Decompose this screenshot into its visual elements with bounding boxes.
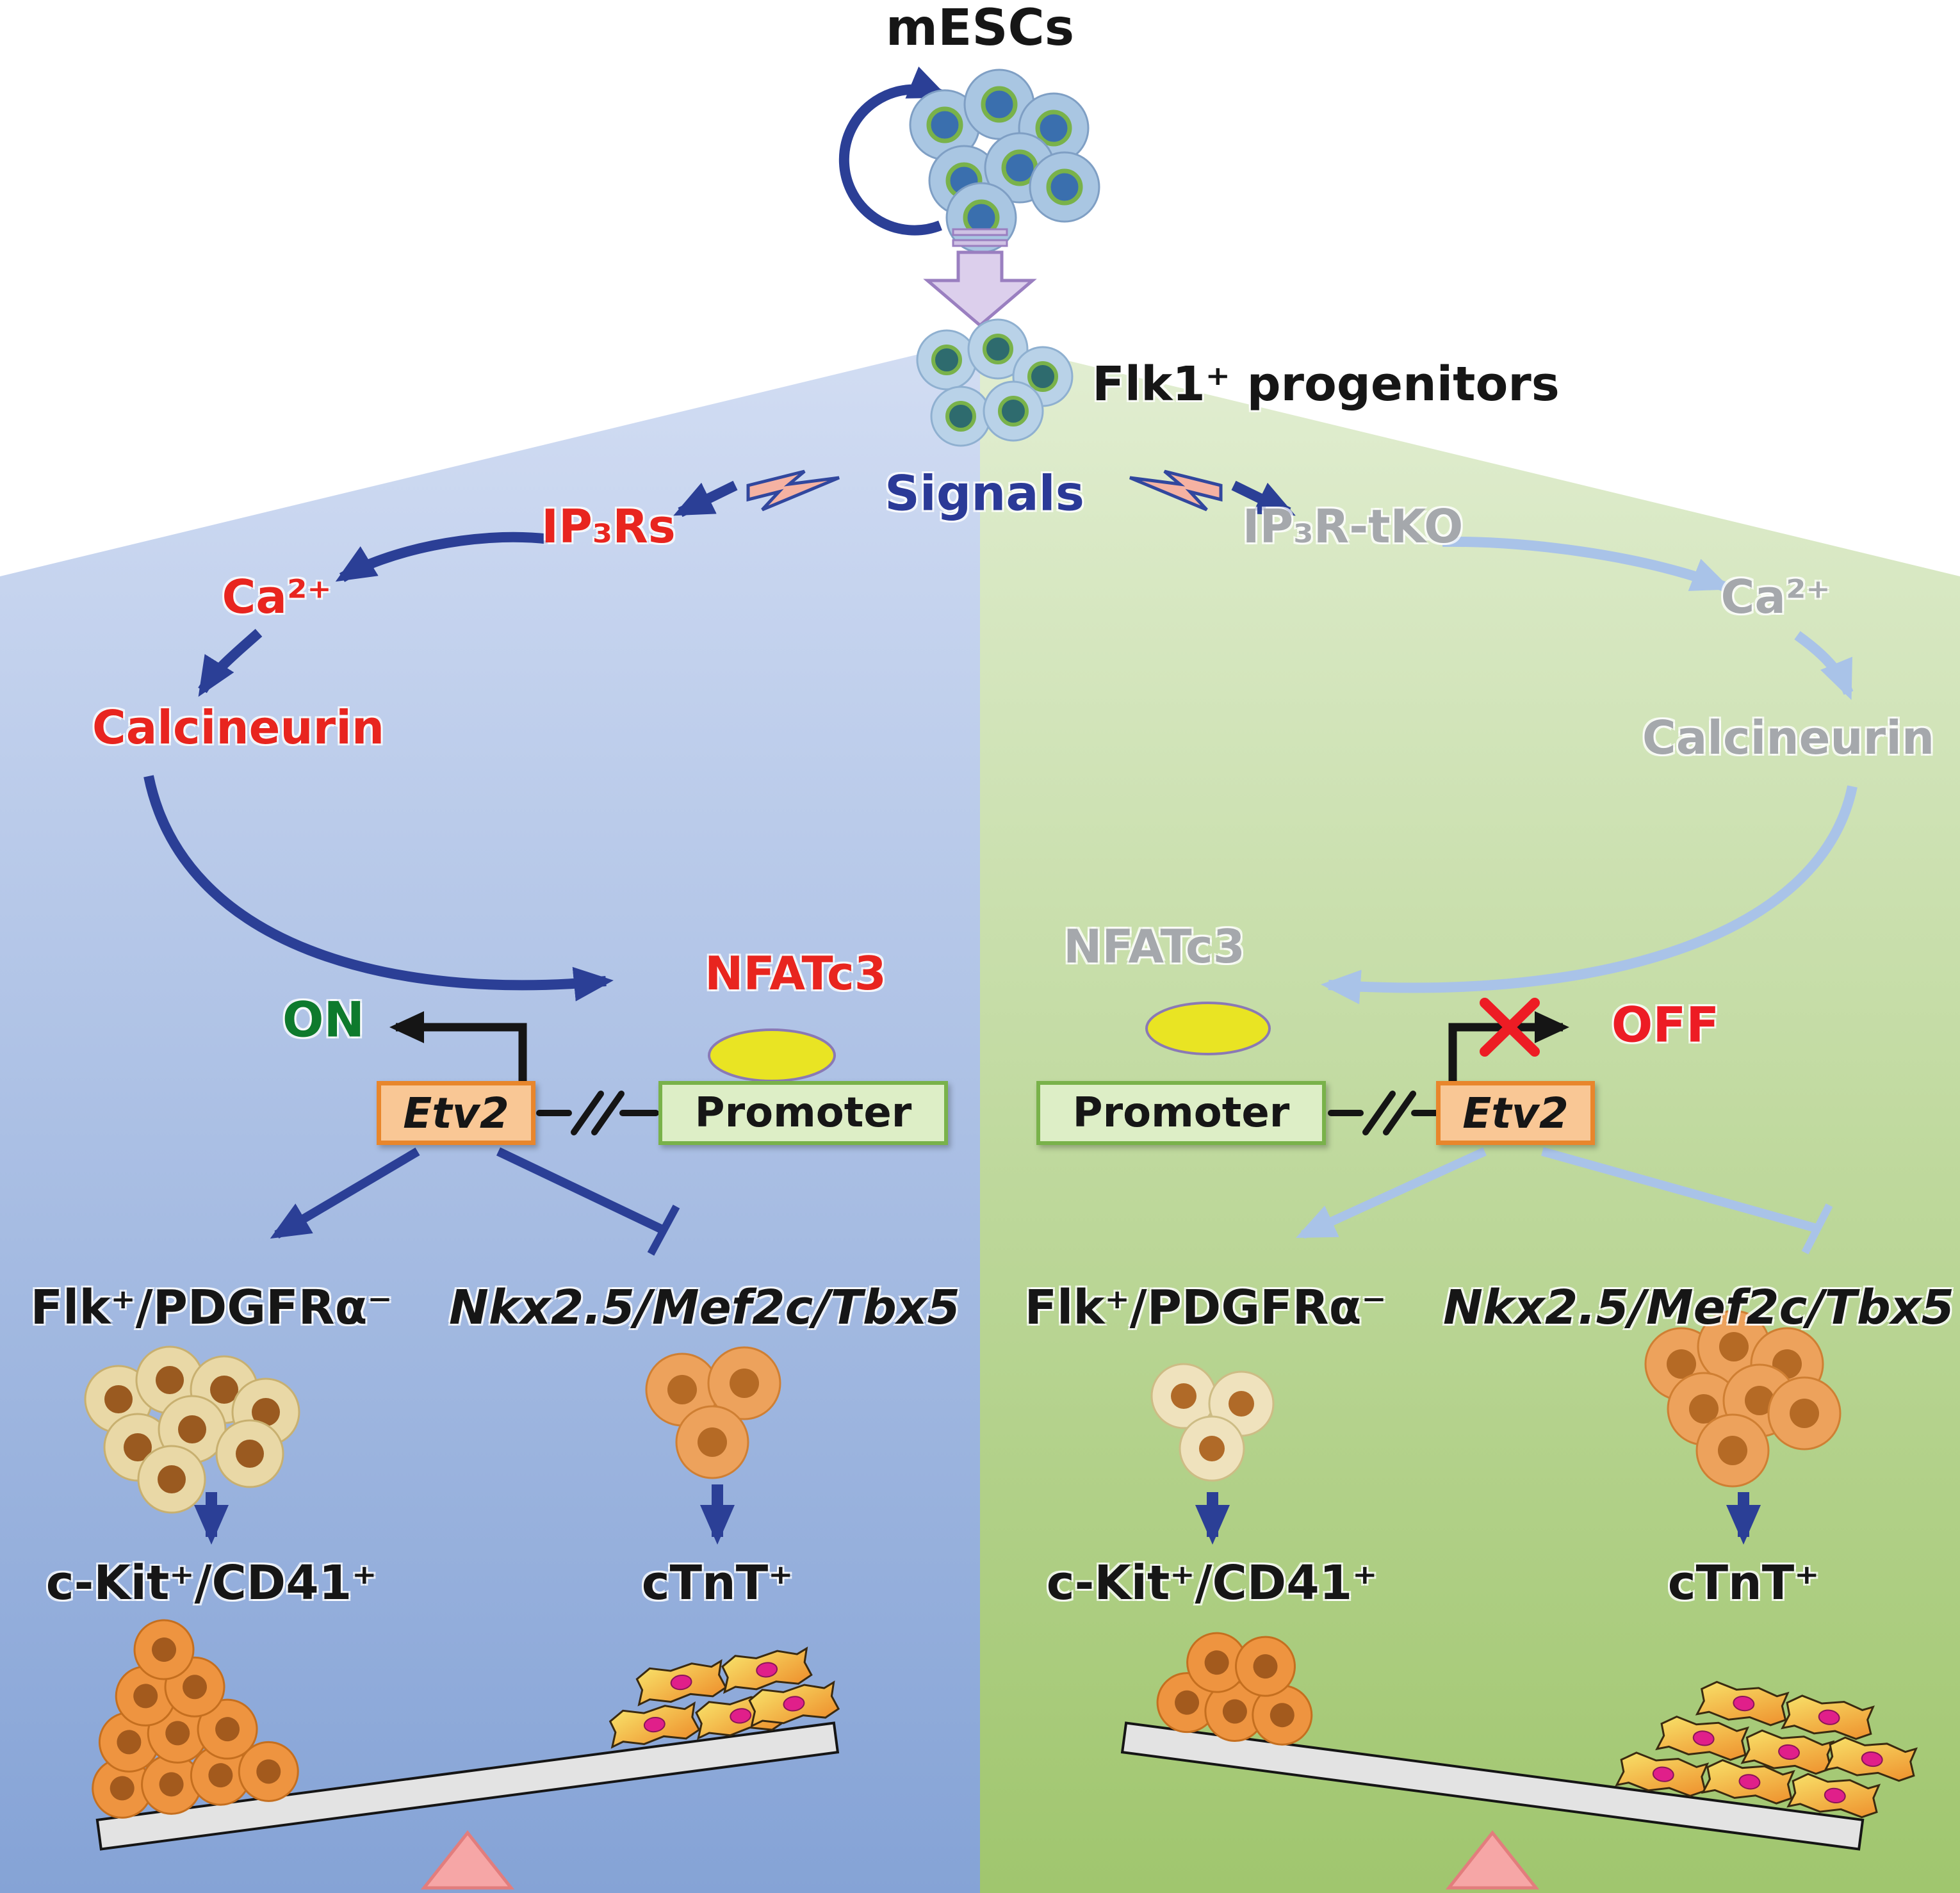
right-signaling-arrows: [1321, 536, 1858, 1005]
nfatc3-label-right: NFATc3: [1063, 920, 1245, 973]
cardiac-genes-label-left: Nkx2.5/Mef2c/Tbx5: [448, 1280, 961, 1335]
right-fate-seesaw: [1120, 1629, 1919, 1890]
right-gene-locus: [1328, 1091, 1439, 1135]
calcineurin-to-nfatc3-arrow-right: [1321, 785, 1858, 1005]
etv2-represses-cardiac-line-right: [1541, 1147, 1818, 1233]
etv2-activates-hemato-arrow-right: [1296, 1147, 1487, 1239]
promoter-label: Promoter: [694, 1089, 912, 1137]
calcineurin-to-nfatc3-arrow: [143, 775, 614, 1002]
etv2-represses-cardiac-line: [496, 1147, 665, 1234]
right-etv2-outputs: [1296, 1147, 1833, 1255]
etv2-gene-box-left: Etv2: [377, 1081, 535, 1145]
hemato-fate-label-left: c-Kit⁺/CD41⁺: [45, 1556, 377, 1611]
promoter-label: Promoter: [1072, 1089, 1290, 1137]
ca-to-calcineurin-arrow: [198, 629, 263, 697]
calcineurin-label-right: Calcineurin: [1642, 711, 1935, 765]
self-renewal-arrow-icon: [838, 66, 949, 236]
mesc-section: [838, 66, 1099, 446]
transcription-on-arrow: [389, 1011, 527, 1082]
cell: [1695, 1413, 1770, 1488]
cardiac-fate-label-right: cTnT⁺: [1667, 1556, 1820, 1611]
hemato-markers-label-left: Flk⁺/PDGFRα⁻: [30, 1280, 393, 1335]
signals-label: Signals: [885, 464, 1084, 522]
promoter-box-right: Promoter: [1036, 1081, 1326, 1145]
repression-t-bar-icon: [647, 1205, 680, 1256]
cell: [984, 382, 1043, 441]
left-etv2-outputs: [270, 1147, 680, 1256]
nfatc3-protein-right: [1145, 1002, 1271, 1055]
seesaw-fulcrum: [1445, 1830, 1540, 1890]
differentiation-arrow-icon: [923, 228, 1037, 328]
off-state-label: OFF: [1611, 996, 1720, 1053]
repression-t-bar-icon-right: [1801, 1203, 1833, 1255]
signals-section: [673, 471, 1296, 517]
fate-arrows: [194, 1484, 1761, 1545]
left-gene-locus: [536, 1091, 659, 1135]
ip3r-tko-label: IP₃R-tKO: [1242, 500, 1464, 553]
on-state-label: ON: [282, 991, 365, 1048]
left-fate-seesaw: [88, 1615, 841, 1890]
signal-to-tko-arrow: [1231, 480, 1296, 517]
cell: [675, 1405, 749, 1479]
calcium-label-right: Ca²⁺: [1720, 570, 1831, 624]
cell: [1767, 1376, 1842, 1450]
blocked-x-icon: [1480, 998, 1540, 1057]
calcium-label-left: Ca²⁺: [222, 570, 332, 624]
ca-to-calcineurin-arrow-right: [1794, 631, 1854, 701]
etv2-gene-label: Etv2: [1462, 1088, 1569, 1138]
promoter-box-left: Promoter: [658, 1081, 948, 1145]
cell: [215, 1419, 284, 1488]
nfatc3-protein-left: [708, 1028, 836, 1082]
nfatc3-label-left: NFATc3: [705, 946, 886, 1000]
etv2-gene-box-right: Etv2: [1436, 1081, 1595, 1145]
signal-to-ip3rs-arrow: [673, 480, 738, 517]
hemato-markers-label-right: Flk⁺/PDGFRα⁻: [1024, 1280, 1387, 1335]
hemato-fate-label-right: c-Kit⁺/CD41⁺: [1046, 1556, 1378, 1611]
seesaw-plank: [1120, 1721, 1865, 1851]
tko-to-ca-arrow: [1442, 536, 1732, 592]
cardiac-genes-label-right: Nkx2.5/Mef2c/Tbx5: [1442, 1280, 1955, 1335]
transcription-off-arrow: [1448, 1011, 1569, 1082]
mescs-title: mESCs: [885, 0, 1075, 57]
cell: [1179, 1415, 1245, 1482]
ip3rs-to-ca-arrow: [335, 532, 550, 582]
cell: [137, 1445, 206, 1514]
flk1-progenitors-label: Flk1⁺ progenitors: [1092, 357, 1560, 412]
cell: [917, 330, 976, 389]
seesaw-plank: [95, 1721, 840, 1851]
ip3rs-label: IP₃Rs: [541, 500, 676, 553]
seesaw-fulcrum: [420, 1830, 515, 1890]
cell: [1030, 152, 1099, 222]
calcineurin-label-left: Calcineurin: [92, 701, 385, 754]
cell: [931, 387, 990, 446]
etv2-activates-hemato-arrow: [270, 1147, 420, 1239]
cardiac-fate-label-left: cTnT⁺: [641, 1556, 794, 1611]
etv2-gene-label: Etv2: [403, 1088, 509, 1138]
left-signaling-arrows: [143, 532, 614, 1002]
